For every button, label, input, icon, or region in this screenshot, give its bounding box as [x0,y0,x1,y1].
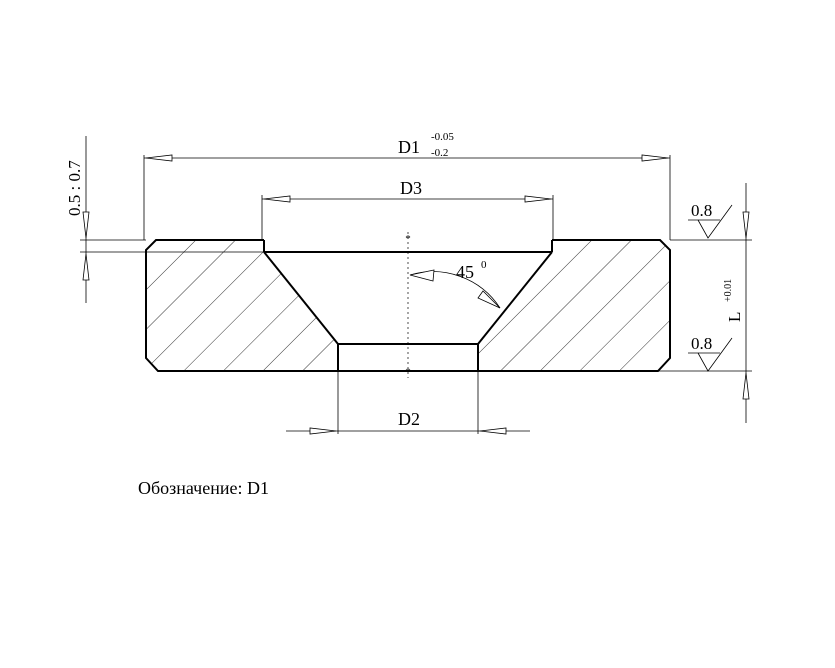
center-axis: * * [405,232,411,378]
angle-marker: 45 0 [409,259,501,309]
angle-value: 45 [456,262,474,282]
d3-label: D3 [400,178,422,198]
hatch-left [146,240,338,371]
d1-tolerance-upper: -0.05 [431,131,454,143]
dimension-d3: D3 [261,178,554,240]
roughness-bottom-value: 0.8 [691,334,712,353]
length-label: L [725,312,744,322]
roughness-top-value: 0.8 [691,201,712,220]
d2-label: D2 [398,409,420,429]
roughness-top: 0.8 [688,201,733,239]
roughness-bottom: 0.8 [688,334,733,372]
dimension-d1: D1 -0.05 -0.2 [143,131,671,240]
svg-text:*: * [405,233,411,245]
hatch-right [478,240,670,371]
dimension-chamfer: 0.5 : 0.7 [65,136,264,303]
length-tolerance: +0.01 [723,279,734,302]
chamfer-label: 0.5 : 0.7 [65,160,84,216]
caption: Обозначение: D1 [138,478,269,498]
dimension-d2: D2 [286,371,530,435]
angle-unit: 0 [481,259,487,271]
d1-tolerance-lower: -0.2 [431,147,448,159]
svg-text:*: * [405,366,411,378]
dimension-length: L +0.01 [658,183,752,423]
d1-label: D1 [398,137,420,157]
